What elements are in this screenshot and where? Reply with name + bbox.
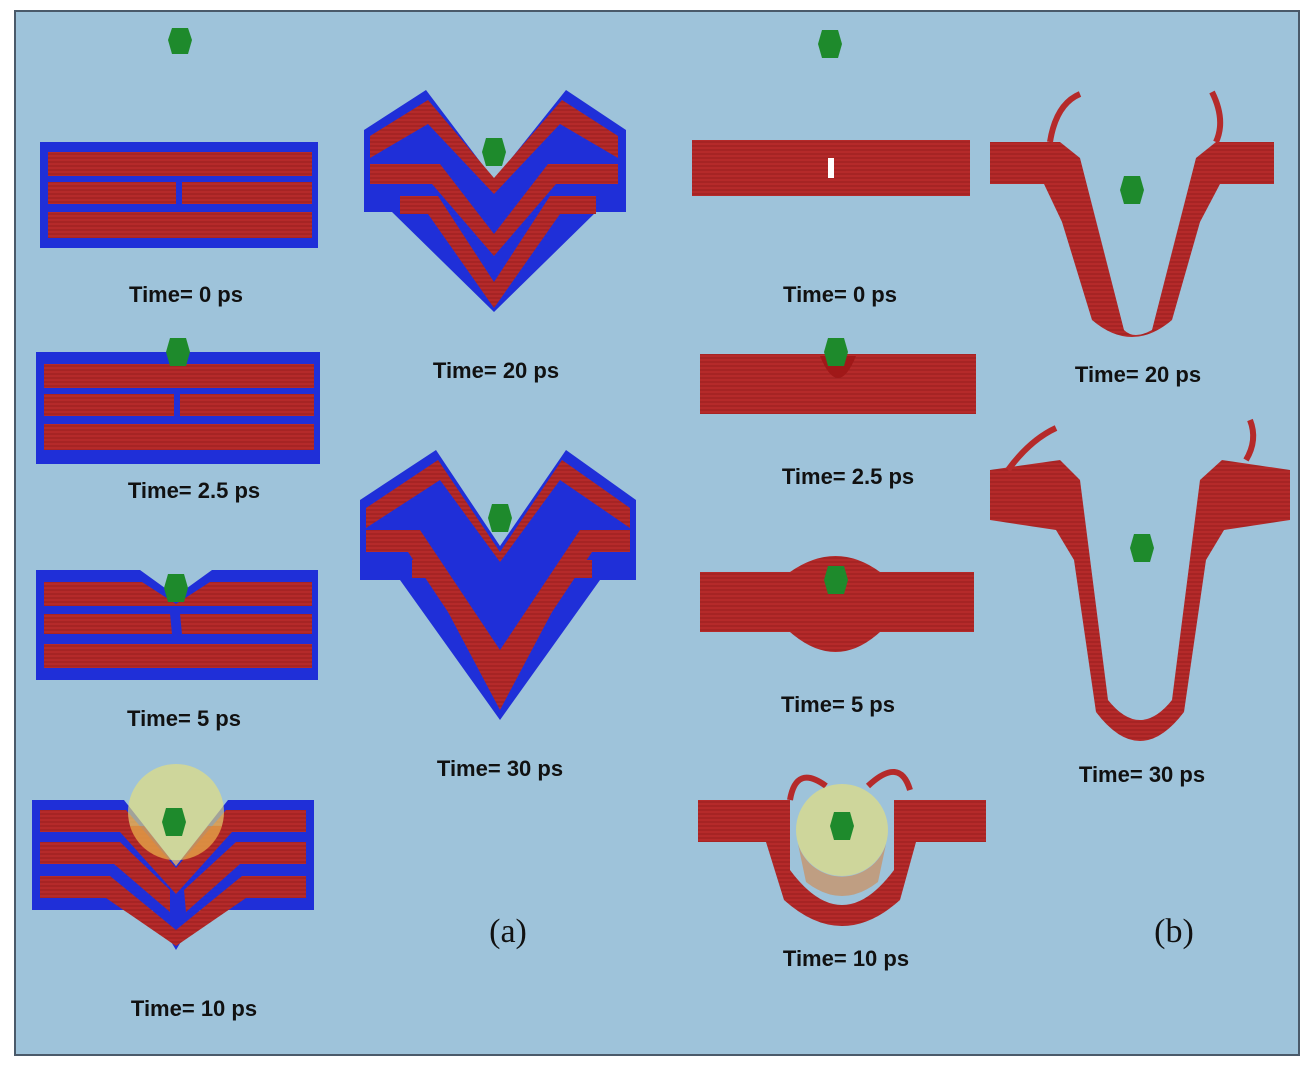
sheet-layer [370, 164, 618, 256]
time-label: Time= 0 ps [783, 282, 897, 307]
projectile-icon [164, 574, 188, 602]
crack-gap [828, 158, 834, 178]
panel-b-frame-0ps: Time= 0 ps [692, 30, 970, 307]
projectile-icon [818, 30, 842, 58]
sheet-layer [44, 364, 314, 388]
time-label: Time= 30 ps [437, 756, 563, 781]
sheet-layer [370, 100, 618, 194]
panel-b: Time= 0 ps Time= 2.5 ps Time= 5 ps Time=… [692, 30, 1290, 971]
time-label: Time= 2.5 ps [128, 478, 260, 503]
projectile-icon [1120, 176, 1144, 204]
panel-a-frame-20ps: Time= 20 ps [364, 90, 626, 383]
panel-label-b: (b) [1154, 913, 1194, 950]
sheet-stack [698, 800, 986, 926]
projectile-icon [162, 808, 186, 836]
sheet-layer [40, 810, 306, 894]
sheet-layer [44, 394, 174, 416]
sheet-layer [184, 842, 306, 912]
projectile-icon [824, 338, 848, 366]
panel-label-a: (a) [489, 913, 527, 950]
highlight-region [798, 844, 886, 896]
sheet-layer [44, 424, 314, 450]
flipped-edge [865, 768, 913, 791]
sheet-layer [180, 614, 312, 634]
projectile-icon [168, 28, 192, 54]
sheet-stack [990, 142, 1274, 337]
sheet-layer [44, 614, 172, 634]
sheet-layer [40, 876, 306, 946]
time-label: Time= 10 ps [783, 946, 909, 971]
flipped-edge [1243, 418, 1257, 462]
sheet-layer [180, 394, 314, 416]
sheet-layer [182, 182, 312, 204]
sheet-layer [40, 842, 170, 912]
projectile-icon [488, 504, 512, 532]
projectile-icon [1130, 534, 1154, 562]
highlight-region [130, 826, 222, 866]
panel-b-frame-30ps: Time= 30 ps [990, 418, 1290, 787]
projectile-icon [824, 566, 848, 594]
panel-b-frame-20ps: Time= 20 ps [990, 90, 1274, 387]
projectile-icon [166, 338, 190, 366]
panel-a-frame-2.5ps: Time= 2.5 ps [36, 338, 320, 503]
projectile-icon [830, 812, 854, 840]
sheet-layer [44, 644, 312, 668]
panel-a: Time= 0 ps Time= 2.5 ps Time= 5 ps [32, 28, 636, 1021]
sheet-stack [700, 556, 974, 652]
panel-a-frame-10ps: Time= 10 ps [32, 764, 314, 1021]
time-label: Time= 0 ps [129, 282, 243, 307]
time-label: Time= 5 ps [781, 692, 895, 717]
flipped-edge [1005, 425, 1058, 472]
sheet-layer [400, 196, 596, 308]
projectile-icon [482, 138, 506, 166]
time-label: Time= 5 ps [127, 706, 241, 731]
time-label: Time= 2.5 ps [782, 464, 914, 489]
time-label: Time= 20 ps [1075, 362, 1201, 387]
panel-a-frame-0ps: Time= 0 ps [40, 28, 318, 307]
sheet-stack [990, 460, 1290, 741]
time-label: Time= 20 ps [433, 358, 559, 383]
flipped-edge [787, 774, 828, 801]
sheet-layer [48, 182, 176, 204]
sheet-layer [48, 212, 312, 238]
time-label: Time= 10 ps [131, 996, 257, 1021]
panel-b-frame-5ps: Time= 5 ps [700, 556, 974, 717]
flipped-edge [1209, 90, 1224, 144]
panel-a-frame-5ps: Time= 5 ps [36, 570, 318, 731]
time-label: Time= 30 ps [1079, 762, 1205, 787]
flipped-edge [1047, 91, 1082, 143]
matrix-block [364, 90, 626, 312]
panel-a-frame-30ps: Time= 30 ps [360, 450, 636, 781]
sheet-layer [48, 152, 312, 176]
sheet-layer [412, 560, 592, 710]
panel-b-frame-2.5ps: Time= 2.5 ps [700, 338, 976, 489]
sheet-layer [44, 582, 312, 606]
matrix-block [360, 450, 636, 720]
panel-b-frame-10ps: Time= 10 ps [698, 768, 986, 971]
